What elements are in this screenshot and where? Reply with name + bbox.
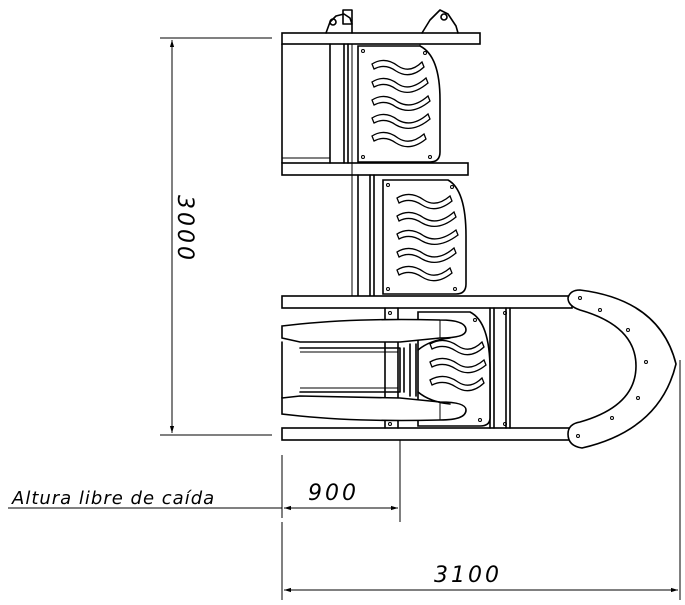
dimension-900-label: 900: [308, 481, 359, 506]
free-fall-height-label: Altura libre de caída: [11, 488, 215, 509]
dimension-3100-label: 3100: [434, 563, 502, 588]
fall-height-label-group: Altura libre de caída: [8, 488, 282, 509]
dimension-fall-zone: 900: [281, 440, 401, 522]
middle-step: [351, 44, 467, 297]
dimension-3000-label: 3000: [172, 195, 197, 263]
slide-end-bumper: [567, 289, 677, 449]
dimension-overall-width: 3100: [281, 360, 681, 600]
dimension-overall-length: 3000: [160, 37, 272, 436]
upper-step: [281, 9, 481, 176]
slide-section: [281, 289, 677, 449]
